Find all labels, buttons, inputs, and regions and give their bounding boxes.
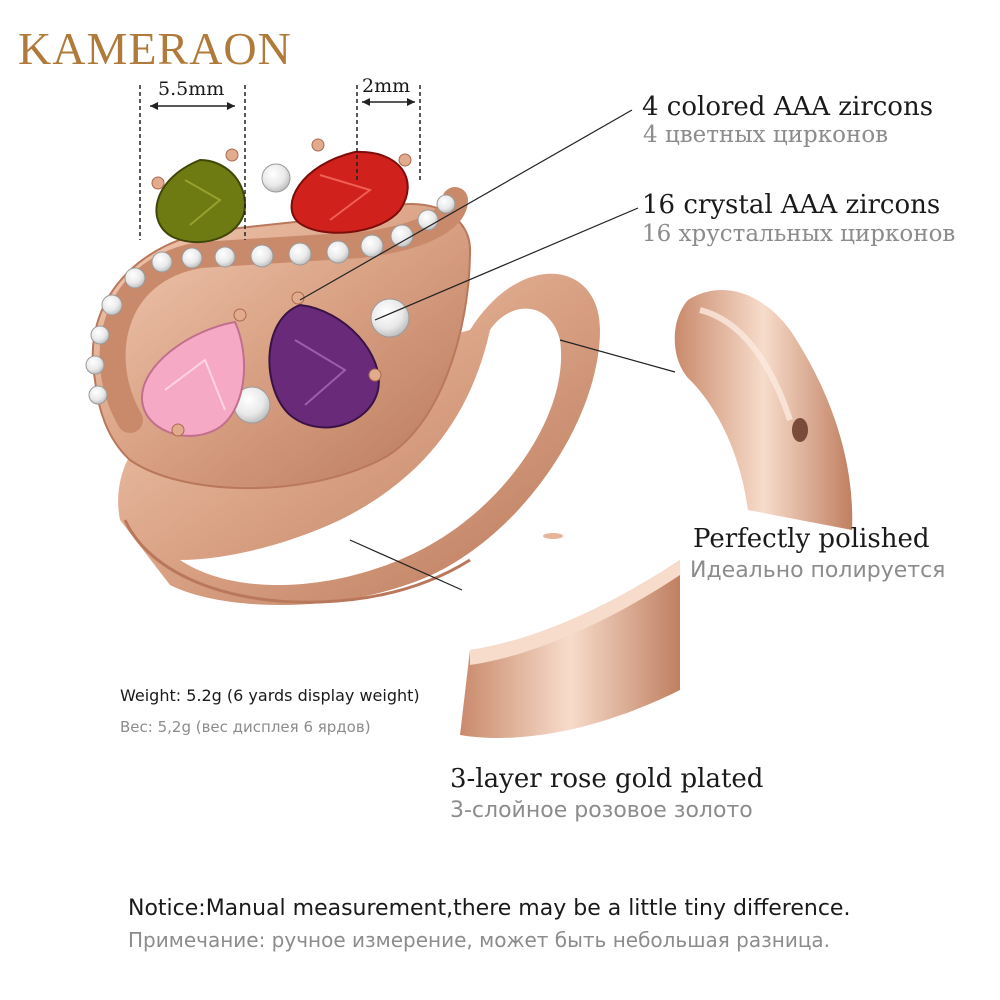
dimension-label-small: 2mm [362,75,411,97]
feature-plating-ru: 3-слойное розовое золото [450,798,753,823]
crystal-stone [88,385,108,405]
crystal-stone [326,240,350,264]
crystal-stone [85,355,105,375]
feature-crystal-zircons-en: 16 crystal AAA zircons [642,190,941,220]
purple-zircon [268,303,380,429]
feature-crystal-zircons-ru: 16 хрустальных цирконов [642,221,956,247]
crystal-stone [417,209,439,231]
callout-lines [299,109,676,591]
crystal-stone [250,244,274,268]
crystal-stone [390,224,414,248]
crystal-stone [261,163,291,193]
weight-en: Weight: 5.2g (6 yards display weight) [120,686,420,705]
feature-polished-en: Perfectly polished [693,524,930,554]
brand-logo: KAMERAON [18,23,292,74]
crystal-stone [101,294,123,316]
green-zircon [155,158,247,244]
pink-zircon [140,320,246,437]
crystal-stone [151,251,173,273]
pave-crystal-stones [85,163,456,424]
notice-ru: Примечание: ручное измерение, может быть… [128,928,831,952]
crystal-stone [124,267,146,289]
plating-closeup [460,533,680,738]
dimension-guides [139,85,421,240]
feature-polished-ru: Идеально полируется [690,558,946,583]
crystal-stone [288,242,312,266]
crystal-stone [181,247,203,269]
crystal-stone [436,194,456,214]
feature-colored-zircons-ru: 4 цветных цирконов [643,122,889,148]
crystal-stone [90,325,110,345]
crystal-stone [214,246,236,268]
polish-closeup [674,290,853,530]
red-zircon [290,150,409,234]
crystal-stone [370,298,410,338]
prongs [151,138,412,437]
feature-plating-en: 3-layer rose gold plated [450,764,764,794]
notice-en: Notice:Manual measurement,there may be a… [128,896,851,921]
weight-ru: Вес: 5,2g (вес дисплея 6 ярдов) [120,718,371,736]
crystal-stone [360,234,384,258]
dimension-label-large: 5.5mm [158,78,225,100]
feature-colored-zircons-en: 4 colored AAA zircons [642,92,934,122]
